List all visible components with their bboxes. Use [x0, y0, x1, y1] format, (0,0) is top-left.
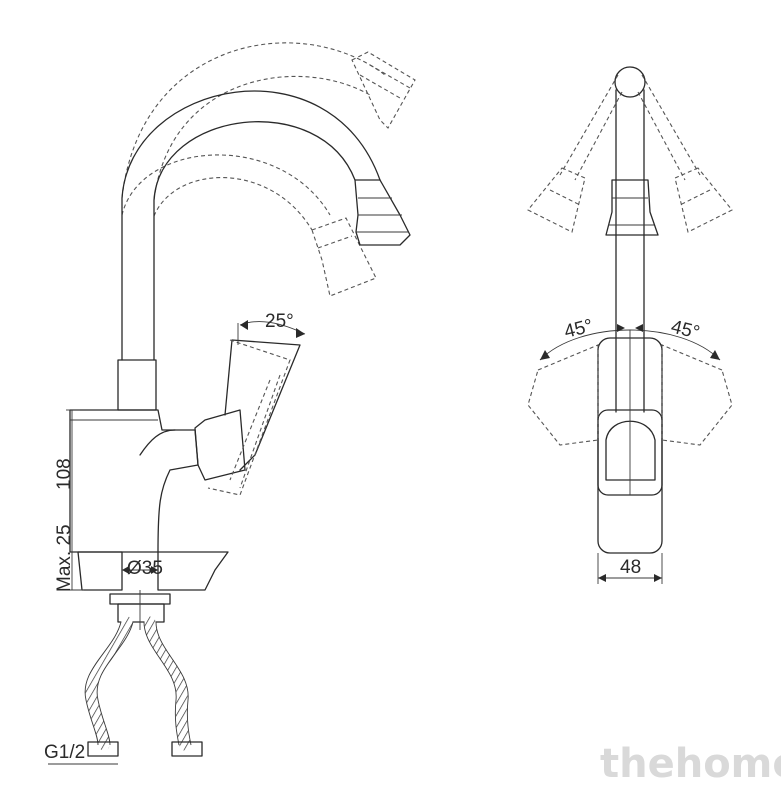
- hose-nut-right: [171, 741, 203, 757]
- lever-handle: [224, 339, 301, 471]
- spout-top: [614, 66, 646, 98]
- aerator-alt-upper: [351, 51, 416, 129]
- dim-hole-diameter: Ø35: [127, 558, 163, 579]
- spout-inner: [153, 121, 356, 361]
- countertop-left: [77, 551, 123, 591]
- dim-height: 108: [54, 458, 75, 490]
- faucet-body: [69, 409, 199, 553]
- rotation-arc: [539, 329, 721, 361]
- front-view: 45° 45° 48: [527, 66, 733, 584]
- dim-rotation-right: 45°: [669, 316, 702, 343]
- aerator-rotated-right: [674, 167, 733, 233]
- flexible-hose-left: [85, 616, 133, 751]
- side-view: 25° Ø35 108 Max. 25 G1/2: [44, 42, 416, 765]
- aerator-front: [605, 179, 659, 236]
- dim-body-width: 48: [620, 557, 641, 578]
- aerator-alt-lower: [311, 217, 377, 297]
- dim-rotation-left: 45°: [562, 316, 595, 343]
- handle-rotated-left: [527, 344, 599, 446]
- spout-outer: [121, 90, 381, 361]
- handle-rotated-right: [661, 344, 733, 446]
- flexible-hose-right: [144, 616, 191, 751]
- dim-thread: G1/2: [44, 742, 85, 763]
- handle-base: [194, 409, 246, 481]
- hose-nut-left: [87, 741, 119, 757]
- lever-alt-position: [207, 339, 291, 496]
- dim-max-thickness: Max. 25: [54, 524, 75, 592]
- aerator-rotated-left: [527, 167, 586, 233]
- dim-handle-tilt: 25°: [265, 311, 294, 332]
- spout-collar: [117, 359, 157, 411]
- spout-alt-position-outer: [121, 42, 386, 199]
- spout-alt-position-low: [121, 154, 331, 216]
- countertop-right: [157, 551, 229, 591]
- watermark-logo: thehome: [600, 741, 781, 787]
- aerator: [354, 179, 411, 246]
